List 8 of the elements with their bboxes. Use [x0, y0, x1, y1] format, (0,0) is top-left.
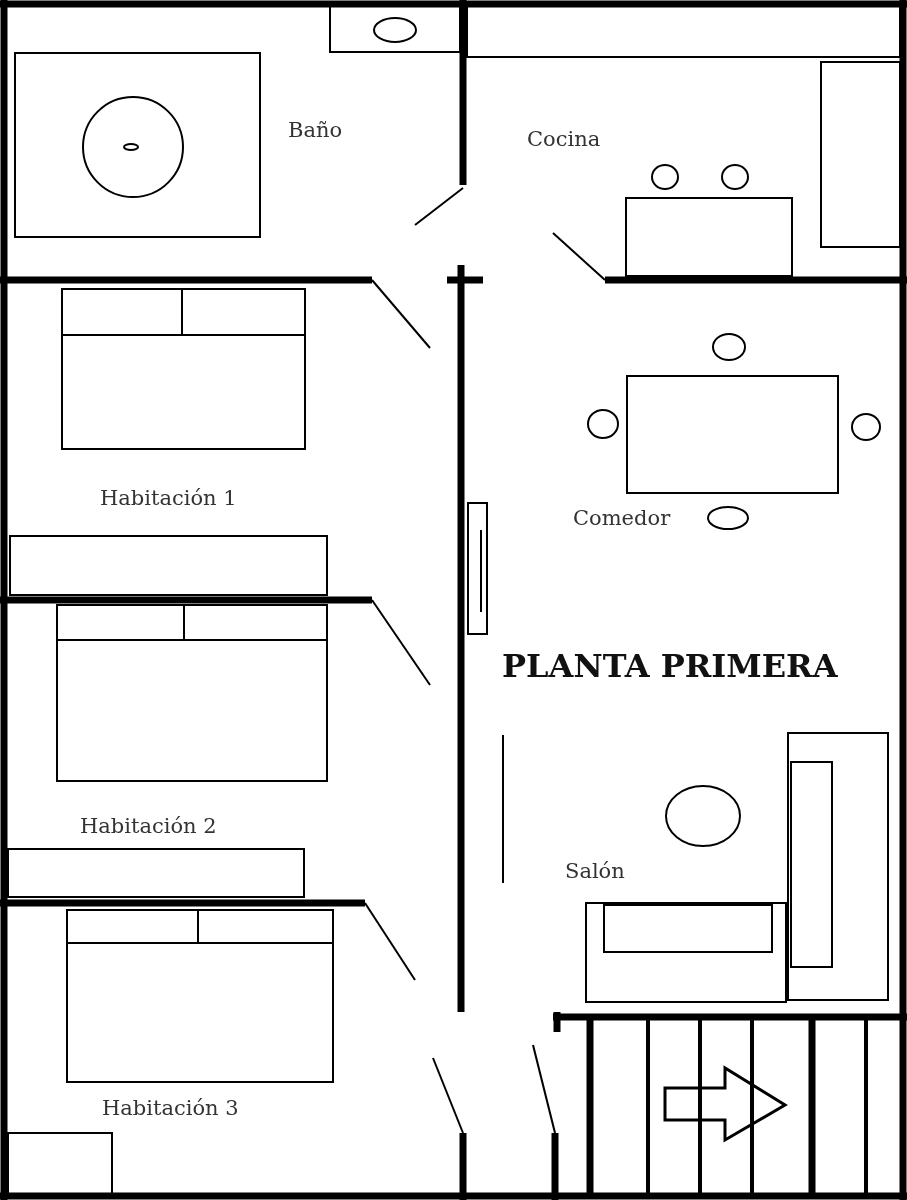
room-label: Cocina: [527, 129, 601, 150]
room-label: Comedor: [573, 508, 671, 529]
room-label: Habitación 2: [80, 816, 217, 837]
room-label: Salón: [565, 861, 625, 882]
room-label: Habitación 1: [100, 488, 237, 509]
plan-title: PLANTA PRIMERA: [502, 650, 838, 682]
room-label: Habitación 3: [102, 1098, 239, 1119]
room-label: Baño: [288, 120, 343, 141]
